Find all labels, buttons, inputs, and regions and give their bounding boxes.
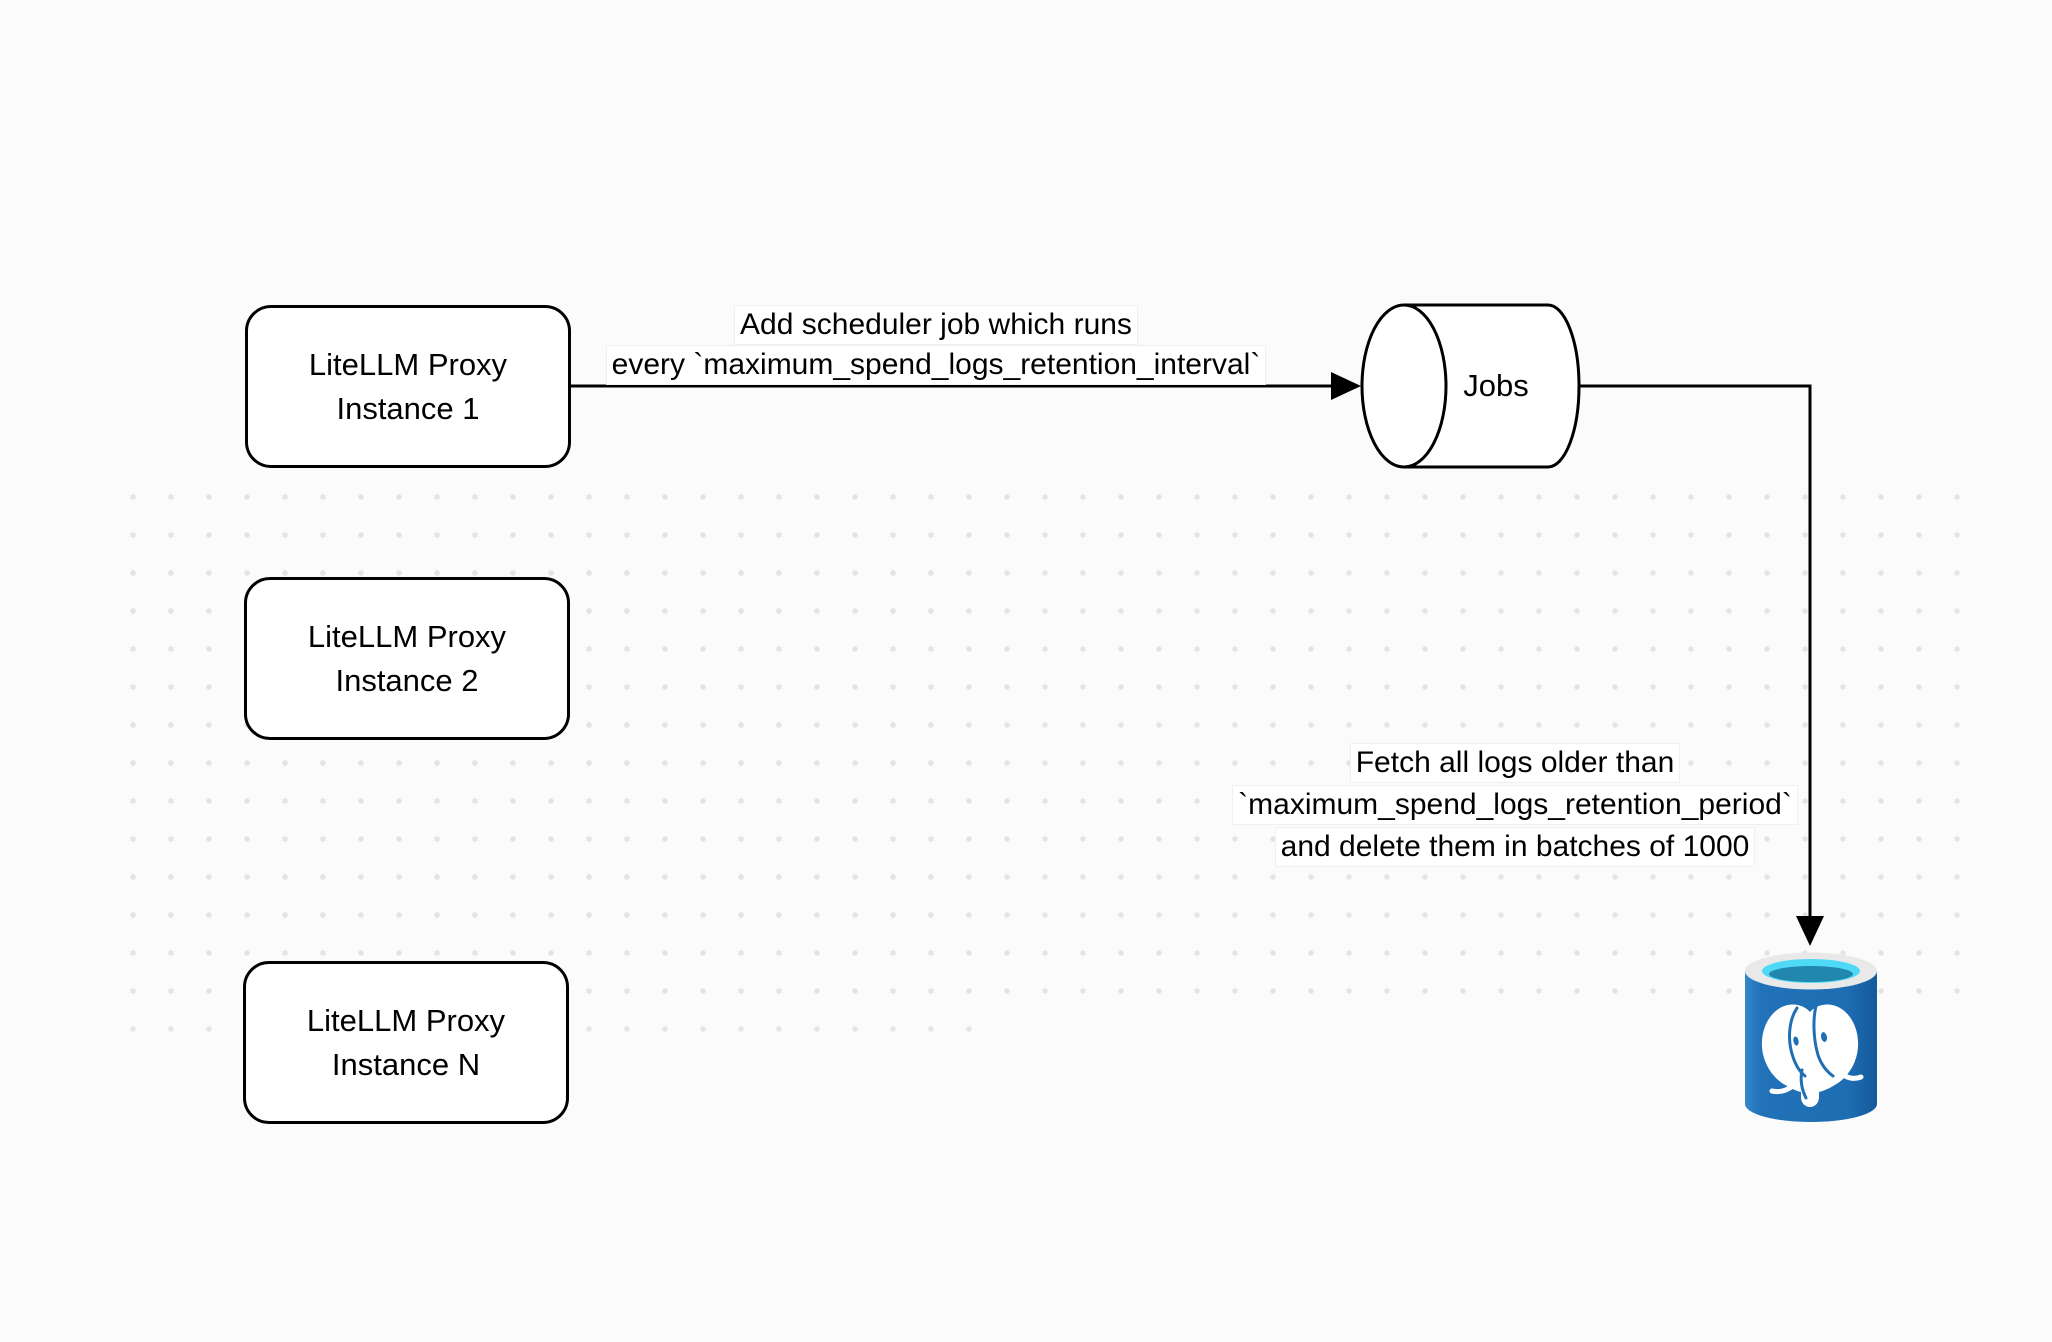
edge-label-add-scheduler-job: Add scheduler job which runs every `maxi… (586, 306, 1286, 386)
postgresql-elephant-icon (1761, 1004, 1864, 1107)
node-litellm-proxy-instance-2: LiteLLM Proxy Instance 2 (244, 577, 570, 740)
dot-grid-background-extension (114, 478, 988, 1040)
node-litellm-proxy-instance-1: LiteLLM Proxy Instance 1 (245, 305, 571, 468)
edge-label-line: every `maximum_spend_logs_retention_inte… (606, 346, 1266, 384)
jobs-node-label: Jobs (1463, 368, 1529, 403)
node-label-line: LiteLLM Proxy (308, 346, 508, 382)
edge-add-scheduler-job (571, 372, 1361, 400)
edge-label-line: Add scheduler job which runs (735, 306, 1137, 344)
node-label-line: Instance 1 (336, 390, 480, 426)
node-label-line: Instance 2 (335, 662, 479, 698)
node-label-line: Instance N (331, 1046, 481, 1082)
arrowhead-right-icon (1331, 372, 1361, 400)
node-label-line: LiteLLM Proxy (307, 618, 507, 654)
node-label-line: LiteLLM Proxy (306, 1002, 506, 1038)
node-litellm-proxy-instance-n: LiteLLM Proxy Instance N (243, 961, 569, 1124)
